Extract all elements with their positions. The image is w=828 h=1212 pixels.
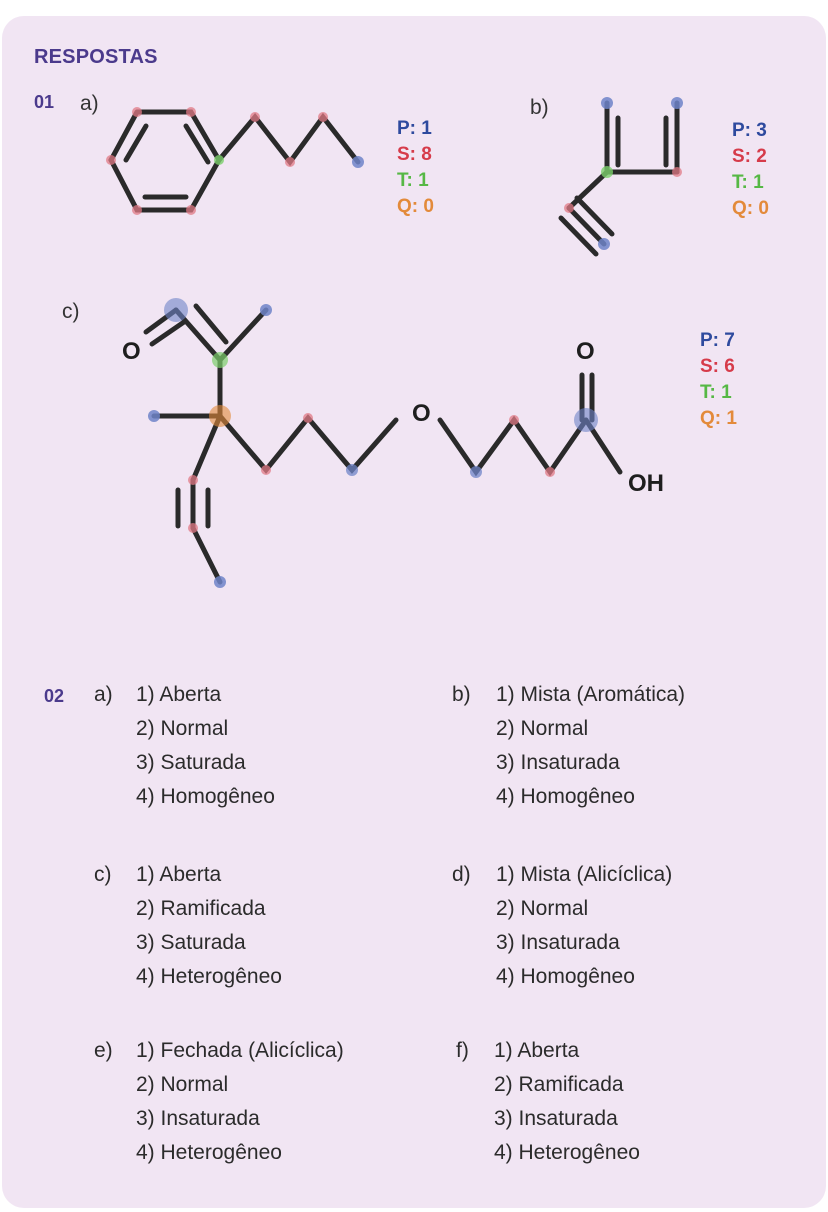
primary-count: P: 3 bbox=[732, 120, 767, 141]
answer-item: 4) Homogêneo bbox=[496, 965, 635, 988]
atom-oxygen-aldehyde: O bbox=[122, 338, 141, 365]
answer-item: 2) Normal bbox=[136, 717, 229, 740]
answer-item: 3) Insaturada bbox=[136, 1107, 260, 1130]
answer-letter: d) bbox=[452, 863, 471, 886]
secondary-count: S: 6 bbox=[700, 356, 735, 377]
answer-item: 2) Ramificada bbox=[136, 897, 266, 920]
primary-count: P: 7 bbox=[700, 330, 735, 351]
answer-item: 3) Insaturada bbox=[496, 751, 620, 774]
molecule-b bbox=[558, 97, 683, 257]
answer-item: 1) Aberta bbox=[136, 863, 222, 886]
answer-item: 3) Saturada bbox=[136, 751, 246, 774]
tertiary-count: T: 1 bbox=[700, 382, 732, 403]
quaternary-count: Q: 0 bbox=[397, 196, 434, 217]
answer-item: 1) Aberta bbox=[136, 683, 222, 706]
answer-letter: b) bbox=[452, 683, 471, 706]
answer-item: 4) Heterogêneo bbox=[136, 1141, 282, 1164]
answer-item: 2) Normal bbox=[496, 897, 589, 920]
tertiary-count: T: 1 bbox=[732, 172, 764, 193]
answer-item: 2) Normal bbox=[496, 717, 589, 740]
answer-item: 4) Heterogêneo bbox=[494, 1141, 640, 1164]
answer-item: 1) Aberta bbox=[494, 1039, 580, 1062]
atom-oxygen-carbonyl: O bbox=[576, 338, 595, 365]
answer-item: 4) Homogêneo bbox=[496, 785, 635, 808]
q1-b-label: b) bbox=[530, 96, 549, 119]
answer-letter: a) bbox=[94, 683, 113, 706]
tertiary-count: T: 1 bbox=[397, 170, 429, 191]
question-02-number: 02 bbox=[44, 686, 65, 706]
molecule-c bbox=[143, 298, 623, 588]
answer-letter: e) bbox=[94, 1039, 113, 1062]
q1-a-carbon-counts: P: 1 S: 8 T: 1 Q: 0 bbox=[397, 116, 434, 220]
quaternary-count: Q: 1 bbox=[700, 408, 737, 429]
question-01-number: 01 bbox=[34, 92, 55, 112]
primary-count: P: 1 bbox=[397, 118, 432, 139]
answer-item: 1) Mista (Alicíclica) bbox=[496, 863, 673, 886]
answer-item: 2) Normal bbox=[136, 1073, 229, 1096]
answer-item: 4) Homogêneo bbox=[136, 785, 275, 808]
answer-letter: f) bbox=[456, 1039, 469, 1062]
answer-item: 3) Saturada bbox=[136, 931, 246, 954]
answer-item: 3) Insaturada bbox=[494, 1107, 618, 1130]
answer-item: 1) Mista (Aromática) bbox=[496, 683, 686, 706]
atom-oxygen-ether: O bbox=[412, 400, 431, 427]
answer-letter: c) bbox=[94, 863, 112, 886]
page-title: RESPOSTAS bbox=[34, 46, 158, 68]
answer-item: 3) Insaturada bbox=[496, 931, 620, 954]
q1-c-carbon-counts: P: 7 S: 6 T: 1 Q: 1 bbox=[700, 328, 737, 432]
secondary-count: S: 8 bbox=[397, 144, 432, 165]
q1-c-label: c) bbox=[62, 300, 80, 323]
answer-item: 1) Fechada (Alicíclica) bbox=[136, 1039, 344, 1062]
answers-card bbox=[2, 16, 826, 1208]
answer-item: 2) Ramificada bbox=[494, 1073, 624, 1096]
q1-a-label: a) bbox=[80, 92, 99, 115]
quaternary-count: Q: 0 bbox=[732, 198, 769, 219]
molecule-a-butylbenzene bbox=[106, 107, 364, 215]
atom-hydroxyl: OH bbox=[628, 470, 664, 497]
q1-b-carbon-counts: P: 3 S: 2 T: 1 Q: 0 bbox=[732, 118, 769, 222]
answer-item: 4) Heterogêneo bbox=[136, 965, 282, 988]
secondary-count: S: 2 bbox=[732, 146, 767, 167]
